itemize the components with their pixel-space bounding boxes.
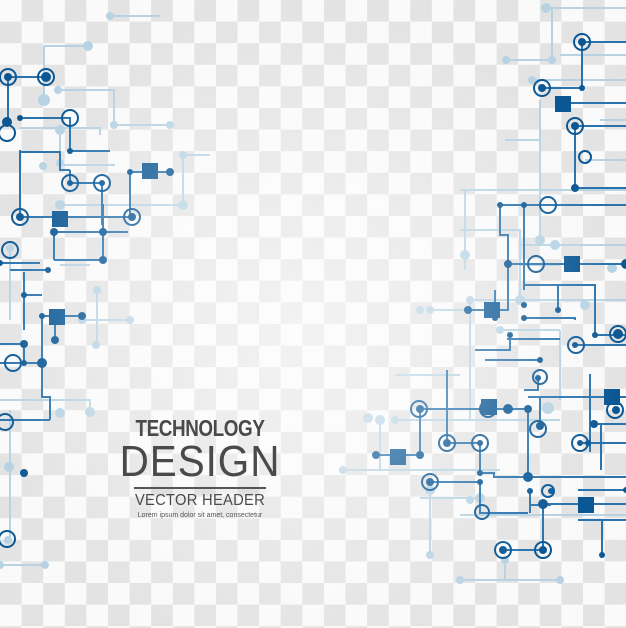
title-block: TECHNOLOGY DESIGN VECTOR HEADER Lorem ip… [110,414,290,521]
heading-vector-header: VECTOR HEADER [134,492,266,509]
heading-design: DESIGN [119,437,281,486]
divider [134,487,266,489]
tagline: Lorem ipsum dolor sit amet, consectetur [137,512,263,519]
heading-technology: TECHNOLOGY [135,415,265,441]
